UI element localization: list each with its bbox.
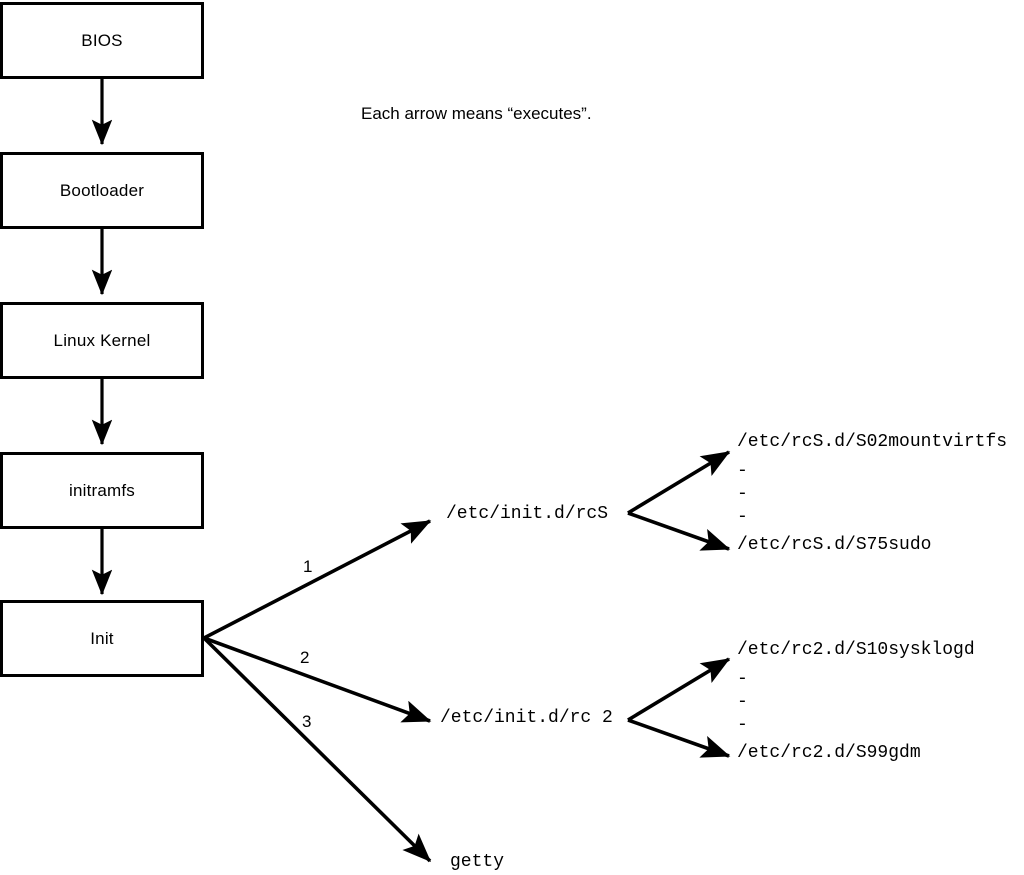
node-bios-label: BIOS: [81, 31, 123, 50]
node-etc-initd-rcS[interactable]: /etc/init.d/rcS: [446, 504, 609, 524]
script-rc2-ellipsis-3: -: [737, 715, 748, 735]
script-rcS-last[interactable]: /etc/rcS.d/S75sudo: [737, 535, 932, 555]
script-rc2-first[interactable]: /etc/rc2.d/S10sysklogd: [737, 640, 975, 660]
script-rc2-ellipsis-1: -: [737, 669, 748, 689]
node-etc-initd-rc2[interactable]: /etc/init.d/rc 2: [440, 708, 613, 728]
edge-init-to-rcS: [203, 519, 432, 640]
script-rcS-ellipsis-3: -: [737, 507, 748, 527]
edge-number-1: 1: [303, 557, 313, 576]
edge-rcS-to-last-script: [627, 511, 731, 551]
edge-number-2: 2: [300, 648, 310, 667]
node-initramfs[interactable]: initramfs: [0, 452, 204, 529]
script-rc2-ellipsis-2: -: [737, 692, 748, 712]
node-linux-kernel[interactable]: Linux Kernel: [0, 302, 204, 379]
script-rcS-ellipsis-1: -: [737, 461, 748, 481]
edge-init-to-rc2: [203, 636, 432, 723]
node-initramfs-label: initramfs: [68, 481, 136, 500]
edge-init-to-getty: [202, 636, 432, 863]
node-init[interactable]: Init: [0, 600, 204, 677]
edge-rc2-to-first-script: [627, 657, 731, 722]
edge-rcS-to-first-script: [627, 450, 731, 515]
node-bios[interactable]: BIOS: [0, 2, 204, 79]
edge-number-3: 3: [302, 712, 312, 731]
edge-rc2-to-last-script: [627, 718, 731, 758]
node-linux-kernel-label: Linux Kernel: [53, 331, 151, 350]
script-rc2-last[interactable]: /etc/rc2.d/S99gdm: [737, 743, 921, 763]
script-rcS-first[interactable]: /etc/rcS.d/S02mountvirtfs: [737, 432, 1008, 452]
node-bootloader-label: Bootloader: [59, 181, 145, 200]
node-init-label: Init: [90, 629, 114, 648]
node-bootloader[interactable]: Bootloader: [0, 152, 204, 229]
node-getty[interactable]: getty: [450, 852, 505, 872]
legend-note: Each arrow means “executes”.: [361, 104, 592, 123]
script-rcS-ellipsis-2: -: [737, 484, 748, 504]
